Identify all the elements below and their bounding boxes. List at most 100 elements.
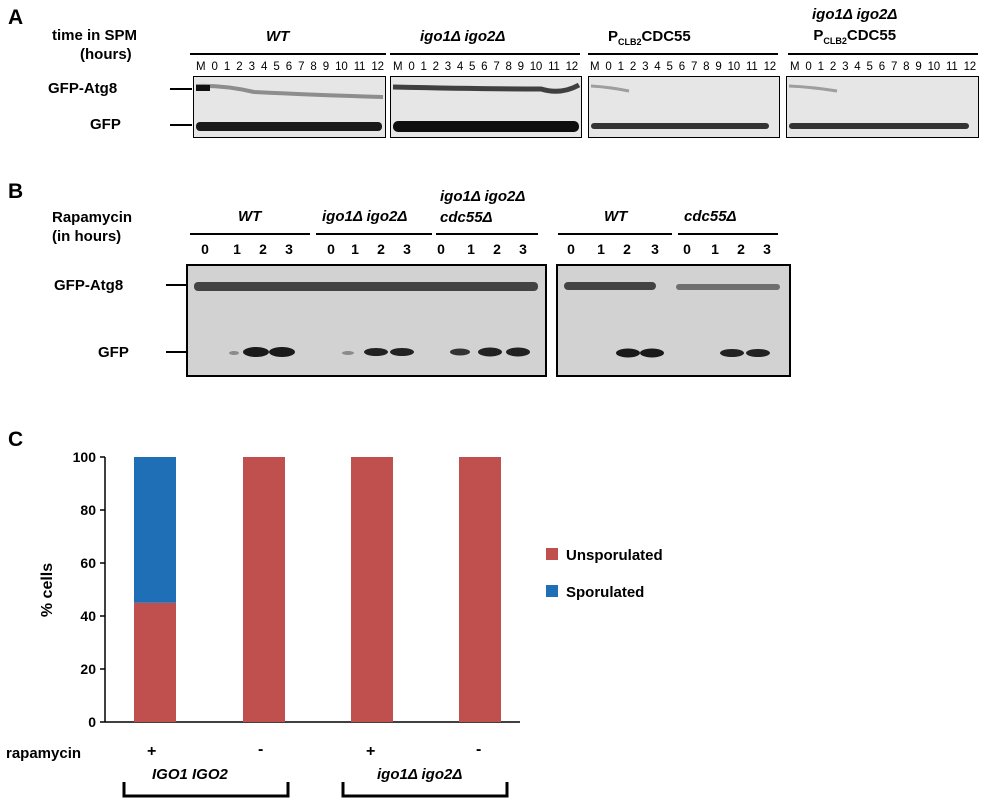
panel-a-lane-1-1: 0: [211, 61, 218, 73]
panel-c-letter: C: [8, 428, 24, 451]
panel-a-lane-2-8: 7: [493, 61, 500, 73]
pclb2-prefix: P: [608, 28, 619, 45]
panel-b-lane-wt2-2: 2: [623, 241, 631, 257]
panel-a-lane-3-13: 12: [763, 61, 777, 73]
panel-a-band-tick-top: [170, 88, 192, 90]
panel-b-lane-wt2-1: 1: [597, 241, 605, 257]
panel-a-lane-4-6: 5: [866, 61, 873, 73]
panel-a-lane-3-4: 3: [642, 61, 649, 73]
panel-a-band-tick-bottom: [170, 124, 192, 126]
panel-b-row-label-line1: Rapamycin: [52, 209, 133, 226]
panel-a-lane-2-4: 3: [444, 61, 451, 73]
treatment-2: -: [258, 741, 264, 758]
y-tick-label: 100: [73, 449, 97, 465]
igo-pclb2-sub: CLB2: [823, 36, 847, 46]
panel-a-group-line-4: [788, 53, 978, 55]
panel-a-lane-1-4: 3: [248, 61, 255, 73]
pclb2-main: CDC55: [641, 28, 691, 45]
panel-a-row-label-line1: time in SPM: [52, 27, 138, 44]
panel-a-gel-2-bands: [392, 82, 581, 132]
treatment-1: +: [147, 743, 157, 760]
panel-a-gel-4: [786, 76, 979, 138]
panel-a-lane-3-0: M: [590, 61, 600, 73]
panel-b-band-tick-bottom: [166, 351, 188, 353]
panel-b-gel-1-bands: [194, 282, 538, 357]
panel-a-lane-1-6: 5: [273, 61, 280, 73]
panel-a-lane-4-9: 8: [903, 61, 910, 73]
panel-a-lane-3-7: 6: [678, 61, 685, 73]
panel-b-group-line-5: [678, 233, 778, 235]
panel-a-row-label: time in SPM (hours): [52, 26, 137, 64]
panel-b-band-gfp-atg8: GFP-Atg8: [54, 277, 124, 294]
y-tick-label: 40: [80, 608, 96, 624]
legend-swatch-unsporulated: [546, 548, 558, 560]
panel-a-lane-1-3: 2: [236, 61, 243, 73]
panel-a-group-line-3: [588, 53, 778, 55]
panel-a-lane-3-6: 5: [666, 61, 673, 73]
panel-a-group-line-2: [390, 53, 580, 55]
treatment-4: -: [476, 741, 482, 758]
panel-a-lane-2-13: 12: [565, 61, 579, 73]
panel-a-lane-4-8: 7: [890, 61, 898, 73]
panel-b-group-igo-cdc55-line1: igo1Δ igo2Δ: [440, 188, 526, 205]
panel-a-lane-1-11: 10: [335, 61, 348, 73]
panel-a-lane-4-10: 9: [915, 61, 922, 73]
panel-b-gel-2-bands: [564, 282, 780, 358]
panel-b-gel-2: [556, 264, 791, 377]
y-tick-label: 0: [88, 714, 96, 730]
panel-a-band-gfp: GFP: [90, 116, 121, 133]
panel-b-lane-wt-3: 3: [285, 241, 293, 257]
panel-b-group-line-4: [558, 233, 672, 235]
panel-b-lane-cdc55-1: 1: [711, 241, 719, 257]
bars: [134, 457, 501, 722]
panel-a-lane-4-5: 4: [854, 61, 861, 73]
panel-b-lane-wt-0: 0: [201, 241, 209, 257]
panel-a-lane-4-11: 10: [927, 61, 941, 73]
panel-b-group-cdc55: cdc55Δ: [684, 208, 737, 225]
panel-b-group-wt-2: WT: [604, 208, 628, 225]
panel-a-lane-3-11: 10: [727, 61, 741, 73]
panel-a-band-gfp-atg8: GFP-Atg8: [48, 80, 118, 97]
panel-b-gel-1: [186, 264, 547, 377]
panel-a-lane-3-10: 9: [715, 61, 722, 73]
legend-label-sporulated: Sporulated: [566, 584, 644, 601]
panel-b-lane-igo-2: 2: [377, 241, 385, 257]
panel-a-group-line-1: [190, 53, 386, 55]
panel-b-lane-igo-cdc55-0: 0: [437, 241, 445, 257]
panel-a-lane-1-8: 7: [298, 61, 305, 73]
panel-a-letter: A: [8, 6, 24, 29]
panel-a-gel-4-bands: [788, 84, 969, 129]
panel-a-lane-4-7: 6: [878, 61, 885, 73]
panel-a-gel-3-bands: [590, 84, 769, 129]
panel-b-row-label-line2: (in hours): [52, 228, 122, 245]
panel-b-lane-cdc55-0: 0: [683, 241, 691, 257]
strain-label-wt: IGO1 IGO2: [152, 766, 228, 783]
panel-a-lane-3-5: 4: [654, 61, 661, 73]
panel-a-lane-1-7: 6: [285, 61, 292, 73]
panel-a-gel-2: [390, 76, 582, 138]
panel-a-lane-1-2: 1: [223, 61, 231, 73]
panel-a-lane-3-2: 1: [617, 61, 624, 73]
panel-b-group-igo: igo1Δ igo2Δ: [322, 208, 408, 225]
panel-b-band-tick-top: [166, 284, 188, 286]
panel-b-band-gfp: GFP: [98, 344, 129, 361]
igo-pclb2-prefix: P: [813, 27, 824, 44]
bar-unsporulated-2: [243, 457, 285, 722]
panel-a-lane-2-7: 6: [481, 61, 488, 73]
legend-swatch-sporulated: [546, 585, 558, 597]
panel-a-lane-2-2: 1: [420, 61, 427, 73]
panel-a-lane-1-10: 9: [322, 61, 329, 73]
panel-b-lane-wt-1: 1: [233, 241, 241, 257]
panel-a-lane-4-2: 1: [817, 61, 824, 73]
panel-a-group-pclb2: PCLB2CDC55: [608, 28, 691, 47]
panel-a-gel-1: [193, 76, 386, 138]
panel-b-group-line-1: [190, 233, 310, 235]
panel-a-gel-1-bands: [195, 83, 384, 131]
panel-a-lane-2-11: 10: [529, 61, 543, 73]
